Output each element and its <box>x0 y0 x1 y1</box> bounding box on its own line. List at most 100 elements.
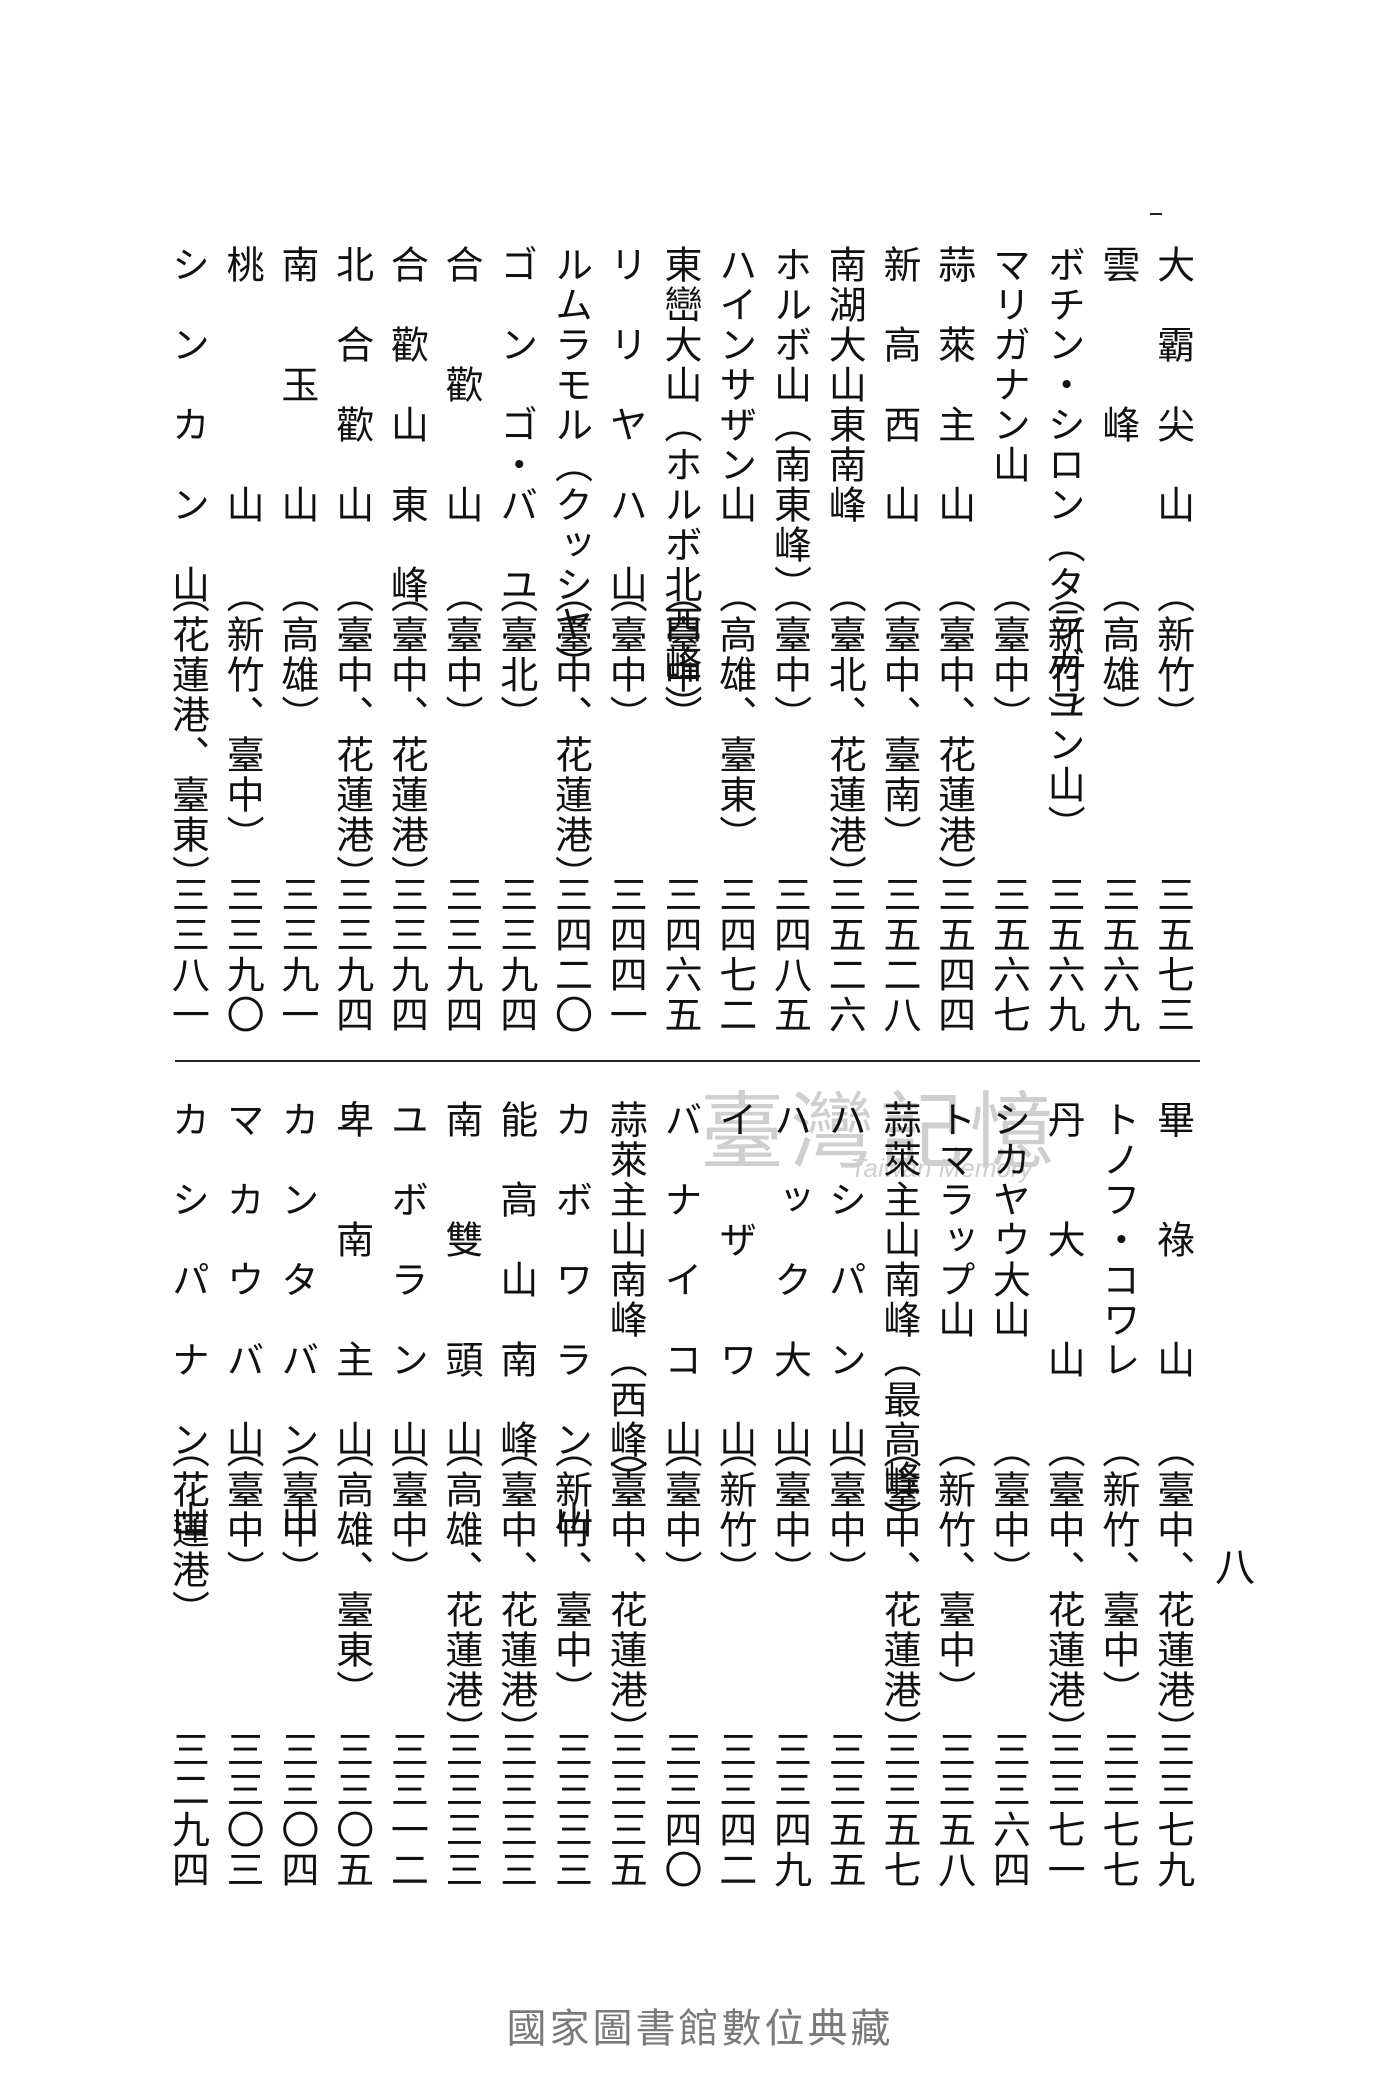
mountain-name: 蒜萊主山南峰（西峰） <box>603 1100 648 1500</box>
mountain-prefecture: （新竹） <box>1041 575 1086 735</box>
mountain-entry: シカヤウ大山（臺中）三三六四 <box>981 1100 1035 1890</box>
mountain-entry: 能 高 山 南 峰（臺中、花蓮港）三三三三 <box>489 1100 543 1890</box>
mountain-prefecture: （臺中） <box>220 1430 265 1590</box>
mountain-name: トノフ・コワレ <box>1095 1100 1140 1380</box>
mountain-entry: 蒜 萊 主 山（臺中、花蓮港）三五四四 <box>927 245 981 1035</box>
mountain-entry: リ リ ヤ ハ 山（臺中）三四四一 <box>598 245 652 1035</box>
mountain-name: バ ナ イ コ 山 <box>658 1100 702 1460</box>
mountain-name: 合 歡 山 東 峰 <box>384 245 429 605</box>
mountain-name: 東巒大山（ホルボ北西峰） <box>658 245 702 725</box>
mountain-elevation: 三三一二 <box>384 1730 429 1890</box>
mountain-prefecture: （臺中、花蓮港） <box>548 575 593 895</box>
mountain-name: ゴ ン ゴ・バ ユ <box>493 245 538 605</box>
mountain-prefecture: （臺中、花蓮港） <box>1150 1430 1195 1750</box>
mountain-elevation: 三三七一 <box>1041 1730 1086 1890</box>
mountain-elevation: 三五六九 <box>1041 875 1086 1035</box>
mountain-elevation: 三三八一 <box>165 875 210 1035</box>
mountain-name: ハインサザン山 <box>712 245 757 525</box>
mountain-list-top: 大 霸 尖 山（新竹）三五七三雲 峰（高雄）三五六九ボチン・シロン（タラガユン山… <box>160 245 1200 1035</box>
mountain-entry: 大 霸 尖 山（新竹）三五七三 <box>1146 245 1200 1035</box>
mountain-name: ハ シ パ ン 山 <box>822 1100 867 1460</box>
mountain-name: シ ン カ ン 山 <box>165 245 210 605</box>
mountain-prefecture: （臺中） <box>767 1430 812 1590</box>
mountain-elevation: 三二九四 <box>165 1730 210 1890</box>
mountain-name: マリガナン山 <box>986 245 1031 485</box>
mountain-entry: 畢 祿 山 （臺中、花蓮港）三三七九 <box>1146 1100 1200 1890</box>
mountain-entry: カ ン タ バ ン 山（臺中）三三〇四 <box>270 1100 324 1890</box>
mountain-prefecture: （臺中） <box>384 1430 429 1590</box>
mountain-entry: カ ボ ワ ラ ン 山（新竹、臺中）三三三三 <box>544 1100 598 1890</box>
mountain-prefecture: （臺中） <box>658 1430 702 1590</box>
mountain-name: 南湖大山東南峰 <box>822 245 867 525</box>
mountain-entry: 丹 大 山（臺中、花蓮港）三三七一 <box>1036 1100 1090 1890</box>
mountain-elevation: 三三三三 <box>439 1730 484 1890</box>
mountain-name: 能 高 山 南 峰 <box>493 1100 538 1460</box>
mountain-name: 北 合 歡 山 <box>329 245 374 525</box>
mountain-elevation: 三五七三 <box>1150 875 1195 1035</box>
watermark-title: 臺灣記憶 <box>700 1083 1061 1181</box>
mountain-elevation: 三三九四 <box>493 875 538 1035</box>
mountain-name: シカヤウ大山 <box>986 1100 1031 1340</box>
mountain-prefecture: （臺北） <box>493 575 538 735</box>
mountain-elevation: 三五六九 <box>1095 875 1140 1035</box>
mountain-name: カ ン タ バ ン 山 <box>274 1100 319 1540</box>
mountain-prefecture: （臺中、花蓮港） <box>931 575 976 895</box>
mountain-name: 合 歡 山 <box>439 245 484 525</box>
mountain-elevation: 三四四一 <box>603 875 648 1035</box>
mountain-elevation: 三五二八 <box>876 875 921 1035</box>
mountain-elevation: 三三七七 <box>1095 1730 1140 1890</box>
mountain-entry: ゴ ン ゴ・バ ユ（臺北） 三三九四 <box>489 245 543 1035</box>
mountain-elevation: 三三五五 <box>822 1730 867 1890</box>
mountain-name: 卑 南 主 山 <box>329 1100 374 1460</box>
mountain-prefecture: （臺中、花蓮港） <box>329 575 374 895</box>
mountain-entry: ホルボ山（南東峰）（臺中）三四八五 <box>762 245 816 1035</box>
page-number: 八 <box>1215 1545 1255 1591</box>
mountain-name: 丹 大 山 <box>1041 1100 1086 1380</box>
mountain-elevation: 三三三五 <box>603 1730 648 1890</box>
mountain-elevation: 三三九〇 <box>220 875 265 1035</box>
mountain-prefecture: （高雄、臺東） <box>712 575 757 855</box>
mountain-entry: 蒜萊主山南峰（西峰）（臺中、花蓮港）三三三五 <box>598 1100 652 1890</box>
mountain-prefecture: （高雄、花蓮港） <box>439 1430 484 1750</box>
mountain-prefecture: （臺中、花蓮港） <box>493 1430 538 1750</box>
mountain-entry: 卑 南 主 山（高雄、臺東）三三〇五 <box>325 1100 379 1890</box>
mountain-name: 畢 祿 山 <box>1150 1100 1195 1380</box>
mountain-elevation: 三三七九 <box>1150 1730 1195 1890</box>
mountain-name: 雲 峰 <box>1095 245 1140 445</box>
mountain-prefecture: （臺中） <box>658 575 702 735</box>
mountain-entry: 雲 峰（高雄）三五六九 <box>1091 245 1145 1035</box>
mountain-entry: 合 歡 山 （臺中） 三三九四 <box>434 245 488 1035</box>
mountain-prefecture: （臺中） <box>274 1430 319 1590</box>
mountain-prefecture: （花蓮港） <box>165 1430 210 1630</box>
mountain-entry: カ シ パ ナ ン 山（花蓮港） 三二九四 <box>160 1100 214 1890</box>
mountain-entry: マ カ ウ バ 山（臺中）三三〇三 <box>215 1100 269 1890</box>
mountain-elevation: 三三〇三 <box>220 1730 265 1890</box>
watermark-subtitle: Taiwan Memory <box>850 1153 1033 1183</box>
mountain-prefecture: （臺中） <box>439 575 484 735</box>
mountain-entry: ボチン・シロン（タラガユン山）（新竹）三五六九 <box>1036 245 1090 1035</box>
mountain-prefecture: （新竹） <box>712 1430 757 1590</box>
mountain-elevation: 三三五八 <box>931 1730 976 1890</box>
mountain-entry: 南 雙 頭 山（高雄、花蓮港）三三三三 <box>434 1100 488 1890</box>
mountain-entry: シ ン カ ン 山（花蓮港、臺東）三三八一 <box>160 245 214 1035</box>
mountain-entry: トノフ・コワレ（新竹、臺中）三三七七 <box>1091 1100 1145 1890</box>
watermark: 臺灣記憶 Taiwan Memory <box>700 1065 1140 1185</box>
mountain-entry: 蒜萊主山南峰（最高峰）（臺中、花蓮港）三三五七 <box>872 1100 926 1890</box>
mountain-name: ハ ッ ク 大 山 <box>767 1100 812 1460</box>
mountain-elevation: 三四八五 <box>767 875 812 1035</box>
mountain-name: 新 高 西 山 <box>876 245 921 525</box>
mountain-entry: 北 合 歡 山（臺中、花蓮港）三三九四 <box>325 245 379 1035</box>
mountain-prefecture: （臺中、花蓮港） <box>876 1430 921 1750</box>
mountain-entry: バ ナ イ コ 山（臺中）三三四〇 <box>653 1100 707 1890</box>
mountain-elevation: 三三三三 <box>493 1730 538 1890</box>
mountain-name: リ リ ヤ ハ 山 <box>603 245 648 605</box>
mountain-elevation: 三四七二 <box>712 875 757 1035</box>
mountain-entry: ハインサザン山 （高雄、臺東） 三四七二 <box>708 245 762 1035</box>
mountain-elevation: 三三九四 <box>439 875 484 1035</box>
mountain-prefecture: （臺中） <box>986 1430 1031 1590</box>
mountain-name: トマラップ山 <box>931 1100 976 1340</box>
mountain-entry: マリガナン山（臺中）三五六七 <box>981 245 1035 1035</box>
mountain-name: カ シ パ ナ ン 山 <box>165 1100 210 1540</box>
mountain-prefecture: （新竹） <box>1150 575 1195 735</box>
mountain-prefecture: （臺中、臺南） <box>876 575 921 855</box>
